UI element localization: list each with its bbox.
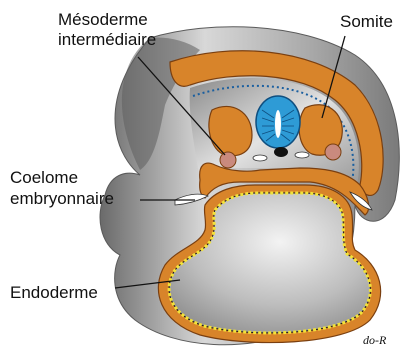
label-mesoderm-line2: intermédiaire bbox=[58, 30, 156, 49]
label-endoderme: Endoderme bbox=[10, 283, 98, 302]
label-coelome-line2: embryonnaire bbox=[10, 189, 114, 208]
label-somite: Somite bbox=[340, 12, 393, 31]
dorsal-aorta-left bbox=[253, 155, 267, 161]
intermediate-mesoderm-right bbox=[325, 144, 341, 160]
notochord bbox=[274, 147, 288, 157]
label-coelome-line1: Coelome bbox=[10, 168, 78, 187]
label-mesoderm-line1: Mésoderme bbox=[58, 10, 148, 29]
dorsal-aorta-right bbox=[295, 152, 309, 158]
artist-signature: do-R bbox=[363, 333, 386, 348]
neural-canal bbox=[275, 110, 281, 138]
intermediate-mesoderm-left bbox=[220, 152, 236, 168]
